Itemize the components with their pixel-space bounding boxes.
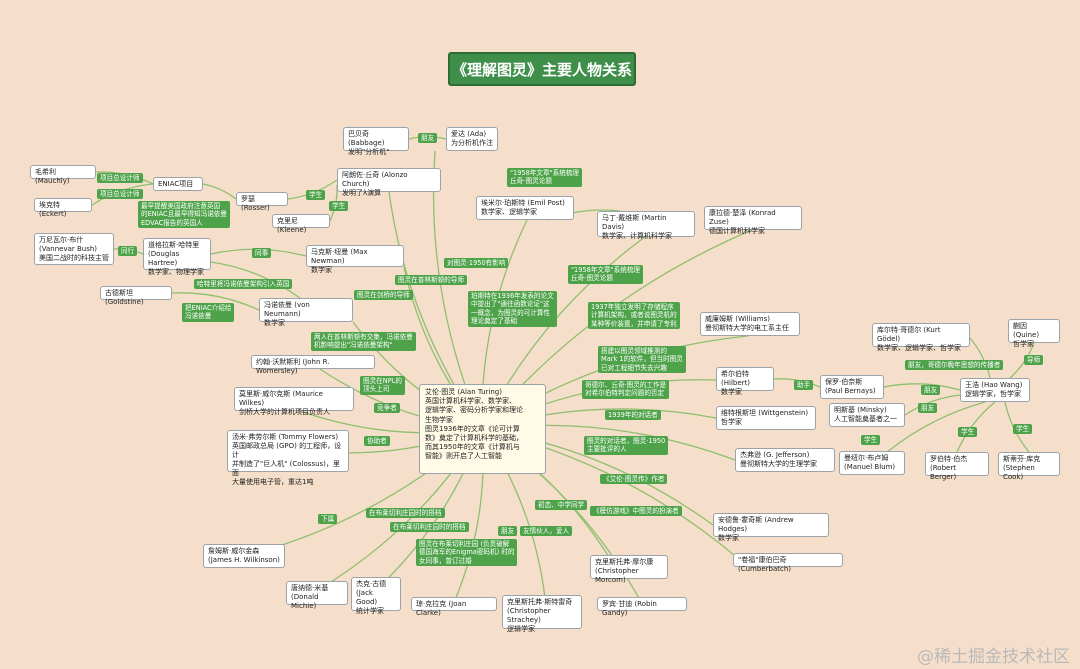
label-hartree-vn: 哈特里将冯诺依曼架构引入英国 bbox=[194, 279, 293, 290]
node-ada[interactable]: 爱达 (Ada) 为分析机作注 bbox=[446, 127, 498, 151]
label-eniac-lead-2: 项目总设计师 bbox=[97, 189, 143, 200]
label-gandy-friend: 友情伙人，爱人 bbox=[520, 526, 573, 537]
edge-extra-8 bbox=[210, 261, 301, 299]
label-church-mentor: 图灵在剑桥的导师 bbox=[354, 290, 413, 301]
node-eniac[interactable]: ENIAC项目 bbox=[153, 177, 203, 191]
node-wilkinson[interactable]: 詹姆斯·威尔金森 (James H. Wilkinson) bbox=[203, 544, 285, 568]
node-berger[interactable]: 罗伯特·伯杰 (Robert Berger) bbox=[925, 452, 989, 481]
label-michie-bp: 在布莱切利庄园时的搭档 bbox=[366, 508, 445, 519]
node-blum[interactable]: 曼纽尔·布卢姆 (Manuel Blum) bbox=[839, 451, 905, 475]
label-student-bernays: 助手 bbox=[794, 380, 814, 391]
label-student-berger: 学生 bbox=[958, 427, 978, 438]
node-haowang[interactable]: 王浩 (Hao Wang) 逻辑学家，哲学家 bbox=[960, 378, 1030, 402]
label-witt-1939: 1939年的对话者 bbox=[605, 410, 661, 421]
label-hodges-book: 《艾伦·图灵传》作者 bbox=[600, 474, 668, 485]
edge-extra-5 bbox=[202, 183, 237, 200]
label-cumberbatch-film: 《模仿游戏》中图灵的扮演者 bbox=[590, 506, 682, 517]
label-friend-minsky: 朋友 bbox=[918, 403, 938, 414]
node-good[interactable]: 杰克·古德 (Jack Good) 统计学家 bbox=[351, 577, 401, 615]
label-davis-1958: "1958年文章"系统梳理 丘奇-图灵论题 bbox=[568, 265, 644, 284]
label-colleague-bush: 同行 bbox=[118, 246, 138, 257]
node-babbage[interactable]: 巴贝奇 (Babbage) 发明"分析机" bbox=[343, 127, 409, 156]
edge-extra-9 bbox=[171, 292, 260, 311]
node-michie[interactable]: 唐纳德·米基 (Donald Michie) bbox=[286, 581, 348, 610]
label-post-1936: 珀斯特在1936年发表的论文 中提出了"通往函数论证"这 一概念，为图灵的可计算… bbox=[468, 291, 557, 327]
node-bush[interactable]: 万尼瓦尔·布什 (Vannevar Bush) 美国二战时的科技主管 bbox=[34, 233, 114, 265]
node-mauchly[interactable]: 毛希利 (Mauchly) bbox=[30, 165, 96, 185]
edge-extra-11 bbox=[883, 383, 961, 391]
node-morcom[interactable]: 克里斯托弗·摩尔康 (Christopher Morcom) bbox=[590, 555, 668, 584]
label-clarke-bp: 图灵在布莱切利庄园 (负责破解 德国海军的Enigma密码机) 时的 女同事，曾… bbox=[416, 539, 518, 567]
node-davis[interactable]: 马丁·戴维斯 (Martin Davis) 数学家、计算机科学家 bbox=[597, 211, 695, 240]
label-friend-quine: 导师 bbox=[1024, 355, 1044, 366]
node-post[interactable]: 埃米尔·珀斯特 (Emil Post) 数学家、逻辑学家 bbox=[476, 196, 574, 220]
node-godel[interactable]: 库尔特·哥德尔 (Kurt Gödel) 数学家、逻辑学家、哲学家 bbox=[872, 323, 970, 352]
label-church-phd: 图灵在普林斯顿的导师 bbox=[395, 275, 467, 286]
node-cumberbatch[interactable]: "卷福"康伯巴奇 (Cumberbatch) bbox=[733, 553, 843, 573]
label-goldstine-vn: 把ENIAC介绍给 冯诺依曼 bbox=[182, 303, 235, 322]
edge-extra-16 bbox=[956, 401, 996, 453]
label-wartime: 对图灵·1950有影响 bbox=[444, 258, 509, 269]
node-church[interactable]: 阿朗佐·丘奇 (Alonzo Church) 发明了λ演算 bbox=[337, 168, 441, 197]
label-wilkinson-sub: 下属 bbox=[318, 514, 338, 525]
label-student-rosser: 学生 bbox=[306, 190, 326, 201]
node-cook[interactable]: 斯蒂芬·库克 (Stephen Cook) bbox=[998, 452, 1060, 481]
node-jefferson[interactable]: 杰弗逊 (G. Jefferson) 曼彻斯特大学的生理学家 bbox=[735, 448, 835, 472]
diagram-title: 《理解图灵》主要人物关系 bbox=[448, 52, 636, 86]
node-turing[interactable]: 艾伦·图灵 (Alan Turing) 英国计算机科学家、数学家、 逻辑学家、密… bbox=[419, 384, 546, 474]
label-eniac-bush: 最早提醒美国政府注意英国 的ENIAC且最早得知冯诺依曼 EDVAC报告的英国人 bbox=[138, 201, 230, 229]
label-hilbert-problem: 哥德尔、丘奇·图灵的工作是 对希尔伯特判定问题的否定 bbox=[582, 380, 670, 399]
label-friend-bernays: 朋友 bbox=[921, 385, 941, 396]
label-colleague-newman: 同事 bbox=[252, 248, 272, 259]
label-friend-ada: 朋友 bbox=[418, 133, 438, 144]
label-good-bp: 在布莱切利庄园时的搭档 bbox=[390, 522, 469, 533]
node-minsky[interactable]: 明斯基 (Minsky) 人工智能奠基者之一 bbox=[829, 403, 905, 427]
edge-extra-13 bbox=[969, 337, 991, 379]
node-wittgenstein[interactable]: 维特根斯坦 (Wittgenstein) 哲学家 bbox=[716, 406, 816, 430]
label-post-1958: "1958年文章"系统梳理 丘奇-图灵论题 bbox=[507, 168, 583, 187]
node-goldstine[interactable]: 古德斯坦 (Goldstine) bbox=[100, 286, 172, 306]
node-quine[interactable]: 蒯因 (Quine) 哲学家 bbox=[1008, 319, 1060, 348]
node-wilkes[interactable]: 莫里斯·威尔克斯 (Maurice Wilkes) 剑桥大学的计算机项目负责人 bbox=[234, 387, 354, 416]
label-morcom-friend: 初恋、中学同学 bbox=[535, 500, 588, 511]
node-hodges[interactable]: 安德鲁·霍奇斯 (Andrew Hodges) 数学家 bbox=[713, 513, 829, 542]
label-godel-haowang: 朋友，哥德尔晚年思想的传播者 bbox=[905, 360, 1004, 371]
node-kleene[interactable]: 克里尼 (Kleene) bbox=[272, 214, 330, 234]
watermark: @稀土掘金技术社区 bbox=[917, 647, 1070, 667]
node-zuse[interactable]: 康拉德·楚泽 (Konrad Zuse) 德国计算机科学家 bbox=[704, 206, 802, 235]
label-eniac-lead-1: 项目总设计师 bbox=[97, 173, 143, 184]
node-newman[interactable]: 马克斯·纽曼 (Max Newman) 数学家 bbox=[306, 245, 404, 274]
node-eckert[interactable]: 埃克特 (Eckert) bbox=[34, 198, 92, 218]
label-jefferson-1950: 图灵的对话者，图灵·1950 主要批评的人 bbox=[584, 436, 669, 455]
label-student-blum: 学生 bbox=[861, 435, 881, 446]
label-student-kleene: 学生 bbox=[329, 201, 349, 212]
node-hilbert[interactable]: 希尔伯特 (Hilbert) 数学家 bbox=[716, 367, 774, 396]
label-womersley-npl: 两人在普林斯顿有交集，冯诺依曼 机影响提出"冯诺依曼架构" bbox=[311, 332, 416, 351]
label-strachey-friend: 朋友 bbox=[498, 526, 518, 537]
label-collaborator: 协助者 bbox=[364, 436, 390, 447]
label-zuse-1937: 1937年独立发明了存储程序 计算机架构，或者说图灵机的 某种等价装置，并申请了… bbox=[588, 302, 680, 330]
node-williams[interactable]: 威廉姆斯 (Williams) 曼彻斯特大学的电工系主任 bbox=[700, 312, 800, 336]
node-bernays[interactable]: 保罗·伯奈斯 (Paul Bernays) bbox=[820, 375, 884, 399]
node-womersley[interactable]: 约翰·沃默斯利 (John R. Womersley) bbox=[251, 355, 375, 375]
label-student-cook: 学生 bbox=[1013, 424, 1033, 435]
node-flowers[interactable]: 汤米·弗劳尔斯 (Tommy Flowers) 英国邮政总局 (GPO) 的工程… bbox=[227, 430, 349, 486]
node-gandy[interactable]: 罗宾·甘迪 (Robin Gandy) bbox=[597, 597, 687, 617]
node-vonneumann[interactable]: 冯诺依曼 (von Neumann) 数学家 bbox=[259, 298, 353, 327]
node-rosser[interactable]: 罗瑟 (Rosser) bbox=[236, 192, 288, 212]
label-williams-mark1: 搭建以图灵领域推测的 Mark 1的软件，但当时图灵 已对工程细节失去兴趣 bbox=[598, 346, 686, 374]
edge-extra-12 bbox=[904, 394, 961, 416]
node-clarke[interactable]: 琼·克拉克 (Joan Clarke) bbox=[411, 597, 497, 617]
node-strachey[interactable]: 克里斯托弗·斯特雷奇 (Christopher Strachey) 逻辑学家 bbox=[502, 595, 582, 633]
label-wilkes-npl: 图灵在NPL的 顶头上司 bbox=[360, 376, 405, 395]
node-hartree[interactable]: 道格拉斯·哈特里 (Douglas Hartree) 数学家、物理学家 bbox=[143, 238, 211, 276]
label-competitor: 竞争者 bbox=[374, 403, 400, 414]
